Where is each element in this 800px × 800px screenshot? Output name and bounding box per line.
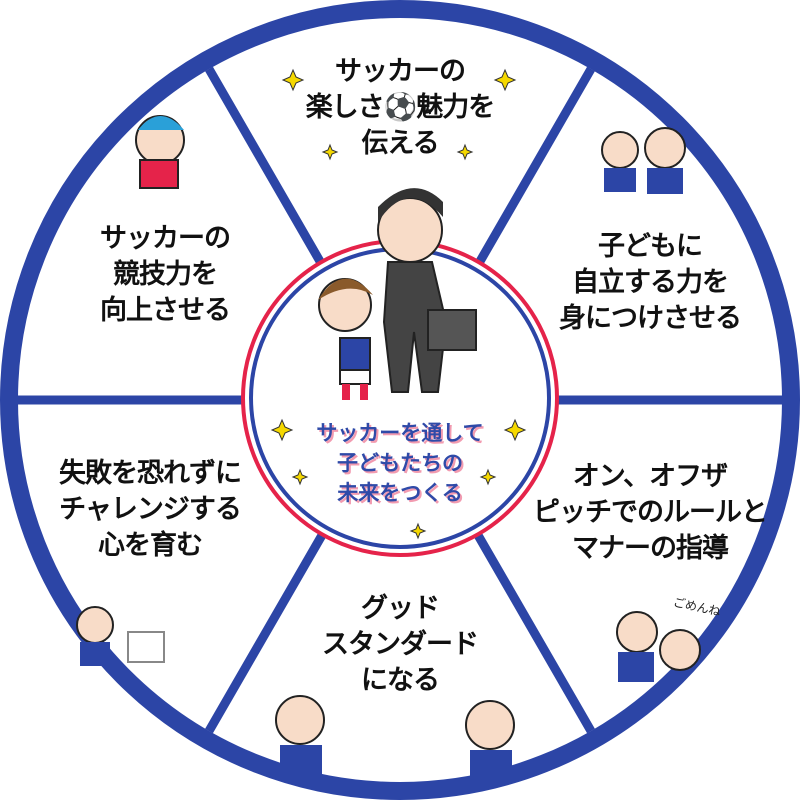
segment-line: 失敗を恐れずに	[59, 458, 242, 489]
segment-line: 楽しさ⚽魅力を	[305, 92, 496, 123]
center-line: 未来をつくる	[337, 481, 463, 505]
apology-kids-illustration	[616, 611, 701, 682]
segment-line: チャレンジする	[59, 494, 242, 525]
child-illustration	[318, 278, 373, 400]
segment-line: ピッチでのルールと	[533, 497, 768, 528]
segment-line: オン、オフザ	[572, 461, 728, 492]
segment-line: 自立する力を	[572, 267, 729, 298]
segment-line: マナーの指導	[572, 533, 729, 564]
segment-line: 心を育む	[98, 530, 203, 561]
striker-illustration	[76, 606, 165, 666]
coach-illustration	[377, 188, 477, 393]
goalkeeper-illustration	[135, 115, 185, 189]
segment-line: 子どもに	[598, 231, 703, 262]
segment-line: 競技力を	[113, 259, 218, 290]
segment-line: グッド	[361, 593, 440, 624]
center-line: 子どもたちの	[337, 451, 463, 475]
sparkle-icons	[270, 68, 527, 540]
segment-line: サッカーの	[100, 223, 231, 254]
girl-illustration	[465, 700, 515, 778]
segment-top-left: サッカーの 競技力を 向上させる	[100, 221, 231, 329]
segment-top-right: 子どもに 自立する力を 身につけさせる	[559, 229, 742, 337]
segment-line: 身につけさせる	[559, 303, 742, 334]
segment-bottom-left: 失敗を恐れずに チャレンジする 心を育む	[59, 456, 242, 564]
segment-line: サッカーの	[335, 56, 466, 87]
segment-bottom-right: オン、オフザ ピッチでのルールと マナーの指導	[533, 459, 768, 567]
center-line: サッカーを通して	[316, 421, 484, 445]
segment-top: サッカーの 楽しさ⚽魅力を 伝える	[305, 54, 496, 162]
segment-line: 伝える	[361, 128, 439, 159]
segment-line: スタンダード	[322, 629, 479, 660]
segment-line: になる	[361, 665, 440, 696]
segment-bottom: グッド スタンダード になる	[322, 591, 479, 699]
boy-illustration	[275, 695, 325, 775]
two-kids-illustration	[601, 127, 686, 194]
center-message: サッカーを通して 子どもたちの 未来をつくる	[316, 418, 483, 508]
segment-line: 向上させる	[100, 295, 231, 326]
